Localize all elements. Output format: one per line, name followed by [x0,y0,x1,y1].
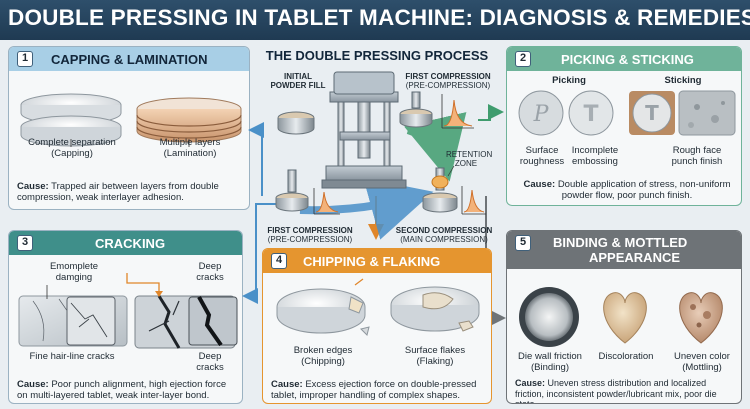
label-lamination: Multiple layers(Lamination) [159,137,221,159]
panel-number: 4 [271,253,287,269]
panel-title: CAPPING & LAMINATION [51,52,208,67]
title-bar: DOUBLE PRESSING IN TABLET MACHINE: DIAGN… [0,0,750,40]
chipping-cause: Cause: Excess ejection force on double-p… [271,379,477,401]
panel-binding-header: 5 BINDING & MOTTLED APPEARANCE [507,231,741,269]
panel-picking-header: 2 PICKING & STICKING [507,47,741,71]
die-wall-friction-icon [519,287,579,347]
panel-title-line2: APPEARANCE [589,250,681,265]
deep-crack-closeup-icon [188,296,238,347]
picking-illustration: P T T [518,90,736,136]
arrow-to-capping [248,122,264,196]
capping-cause: Cause: Trapped air between layers from d… [17,181,219,203]
panel-title: BINDING & MOTTLED [553,235,688,250]
pre-compression-graph-icon [441,94,474,129]
first-compression-bottom-icon [275,169,309,212]
second-compression-icon [422,167,458,213]
svg-text:P: P [533,102,550,127]
label-first-compression-top: FIRST COMPRESSION(PRE-COMPRESSION) [405,72,491,90]
label-flaking: Surface flakes(Flaking) [404,345,466,367]
label-binding: Die wall friction(Binding) [518,351,582,373]
panel-capping: 1 CAPPING & LAMINATION Complete separati… [8,46,250,210]
panel-cracking-header: 3 CRACKING [9,231,242,255]
label-hairline-cracks: Fine hair-line cracks [29,351,115,362]
tablet-press-machine-icon [321,71,407,189]
capping-illustration [20,93,242,147]
page-title: DOUBLE PRESSING IN TABLET MACHINE: DIAGN… [8,5,750,30]
panel-chipping-header: 4 CHIPPING & FLAKING [263,249,491,273]
panel-number: 5 [515,235,531,251]
chipped-tablet-icon [276,288,370,336]
label-first-compression-bottom: FIRST COMPRESSION(PRE-COMPRESSION) [267,226,353,244]
label-discoloration: Discoloration [598,351,654,362]
label-second-compression: SECOND COMPRESSION(MAIN COMPRESSION) [395,226,493,244]
binding-illustration [519,287,723,347]
label-picking-heading: Picking [552,75,586,86]
svg-text:T: T [645,101,659,125]
panel-title: PICKING & STICKING [561,52,694,67]
incomplete-embossing-tablet-icon: T [568,90,614,136]
svg-text:T: T [583,102,598,127]
mottled-heart-tablet-icon [679,292,723,344]
surface-roughness-tablet-icon: P [518,90,564,136]
panel-title: CRACKING [95,236,166,251]
label-chipping: Broken edges(Chipping) [293,345,353,367]
panel-picking: 2 PICKING & STICKING Picking Sticking P … [506,46,742,206]
panel-number: 3 [17,235,33,251]
capped-tablet-icon [20,93,122,147]
label-sticking-heading: Sticking [664,75,702,86]
process-title: THE DOUBLE PRESSING PROCESS [265,48,489,63]
pre-compression-graph-bottom-icon [313,188,340,215]
rough-punch-face-icon [678,90,736,136]
panel-number: 2 [515,51,531,67]
label-capping: Complete separation(Capping) [28,137,116,159]
label-mottling: Uneven color(Mottling) [674,351,730,373]
laminated-tablet-icon [136,97,242,143]
first-compression-top-icon [399,91,433,128]
panel-chipping: 4 CHIPPING & FLAKING Broken edges(Chippi… [262,248,492,404]
label-retention-zone: RETENTION ZONE [446,150,493,168]
cracking-illustration [18,273,238,349]
panel-title: CHIPPING & FLAKING [303,254,441,269]
discoloration-heart-tablet-icon [603,292,647,344]
panel-capping-header: 1 CAPPING & LAMINATION [9,47,249,71]
chipping-illustration [276,278,480,336]
cracking-cause: Cause: Poor punch alignment, high ejecti… [17,379,227,401]
panel-number: 1 [17,51,33,67]
flaking-tablet-icon [390,286,480,332]
arrow-to-picking [478,104,504,121]
main-compression-graph-icon [461,186,486,215]
binding-cause: Cause: Uneven stress distribution and lo… [515,378,717,404]
initial-fill-die-icon [277,111,315,135]
picking-cause: Cause: Double application of stress, non… [523,179,731,201]
label-initial-fill: INITIAL POWDER FILL [270,72,326,90]
flow-arrow-blue [299,177,434,240]
panel-binding: 5 BINDING & MOTTLED APPEARANCE Die wall … [506,230,742,404]
sticking-tablet-icon: T [629,91,675,135]
crack-closeup-icon [66,296,116,346]
flow-arrow-green [404,112,467,182]
